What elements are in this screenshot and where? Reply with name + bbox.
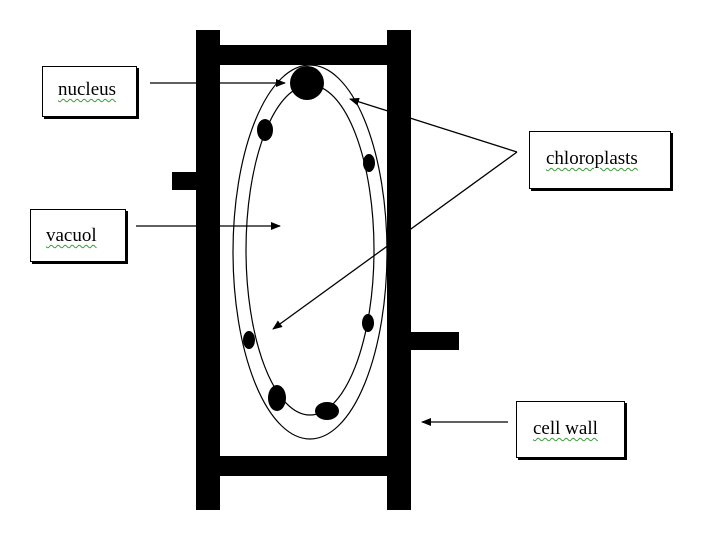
nucleus-organelle [290, 66, 324, 100]
label-box-vacuol: vacuol [30, 209, 126, 262]
chloroplasts-group [243, 119, 375, 420]
chloroplast [243, 331, 255, 349]
cell-wall-left [196, 30, 220, 510]
chloroplast [257, 119, 273, 141]
neighbor-cell-wall-stub-left [172, 172, 196, 190]
arrow-to-chloroplast-lower [272, 151, 518, 330]
cell-wall-right [387, 30, 411, 510]
label-cell-wall: cell wall [533, 418, 598, 439]
cell-wall [172, 30, 459, 510]
label-box-nucleus: nucleus [42, 66, 137, 117]
chloroplast [268, 385, 286, 411]
label-vacuol: vacuol [46, 225, 97, 246]
cell-membrane-outline [232, 64, 388, 440]
label-chloroplasts: chloroplasts [546, 148, 638, 169]
arrow-to-chloroplast-upper [349, 97, 518, 153]
chloroplast [315, 402, 339, 420]
chloroplast [362, 314, 374, 332]
chloroplast [363, 154, 375, 172]
cell-wall-top [196, 45, 411, 65]
neighbor-cell-wall-stub-right [411, 332, 459, 350]
cell-wall-bottom [196, 456, 411, 476]
label-nucleus: nucleus [58, 79, 117, 100]
label-box-chloroplasts: chloroplasts [529, 131, 671, 189]
label-box-cell-wall: cell wall [516, 401, 625, 458]
